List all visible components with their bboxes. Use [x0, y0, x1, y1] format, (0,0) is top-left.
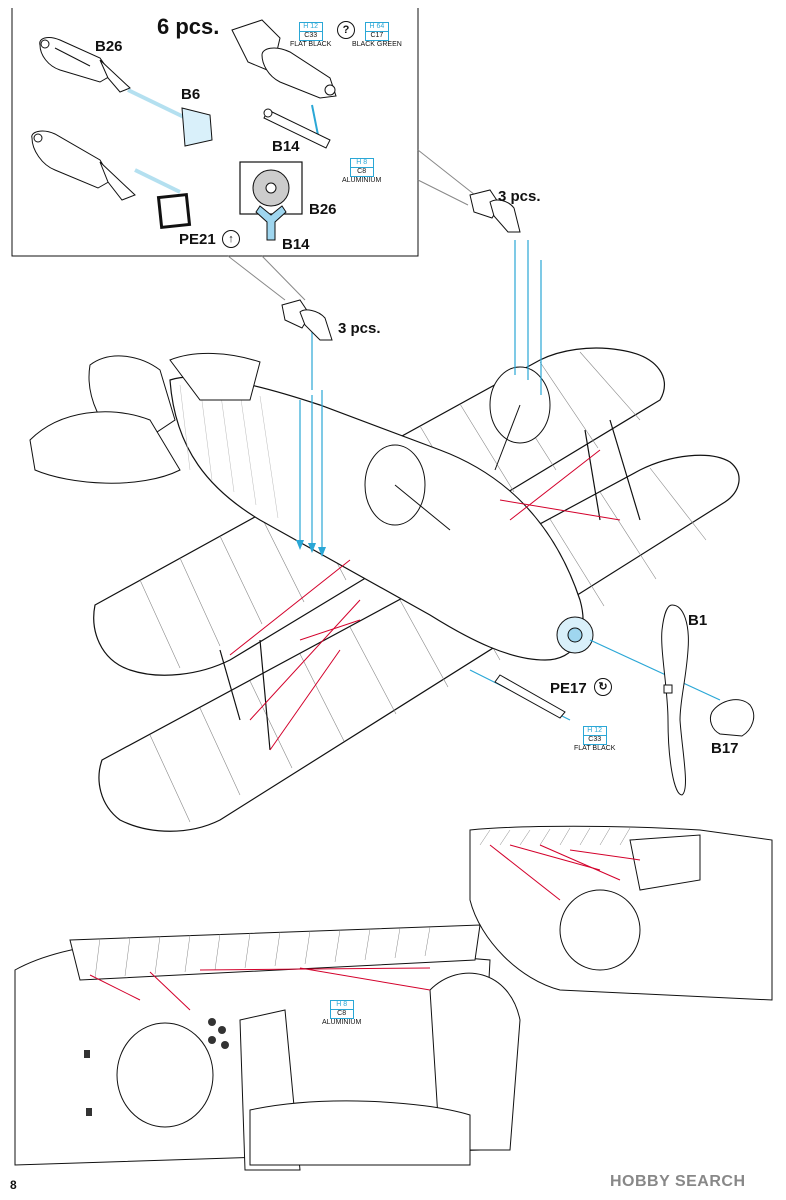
part-b1-propeller	[661, 604, 689, 796]
detail-view-left	[14, 924, 521, 1171]
color-code-flat-black-main: H 12 C33 FLAT BLACK	[574, 726, 616, 752]
part-b26-detail	[239, 161, 303, 241]
rotate-icon: ↻	[594, 678, 612, 696]
help-icon: ?	[337, 21, 355, 39]
fuselage	[169, 376, 594, 661]
part-label-b17: B17	[711, 740, 739, 757]
guide-arrows	[296, 540, 326, 557]
inset-quantity-label: 6 pcs.	[157, 14, 220, 39]
bomb-lower-left	[31, 130, 136, 201]
landing-gear	[364, 366, 551, 531]
part-label-b14-upper: B14	[272, 138, 300, 155]
tail-assembly	[29, 353, 261, 484]
page-number: 8	[10, 1178, 17, 1192]
color-code-aluminium-detail: H 8 C8 ALUMINIUM	[322, 1000, 362, 1026]
part-pe21	[156, 192, 192, 230]
bomb-3pcs-left	[281, 299, 333, 341]
part-b17-spinner	[709, 699, 755, 737]
part-pe17	[494, 674, 566, 719]
color-code-black-green-inset: H 64 C17 BLACK GREEN	[352, 22, 402, 48]
bomb-rack-top	[231, 19, 337, 99]
fold-arrow-icon: ↑	[222, 230, 240, 248]
inset-panel	[11, 8, 476, 301]
part-b14	[263, 108, 331, 149]
part-b6	[181, 107, 213, 147]
bomb-3pcs-right	[469, 189, 521, 233]
part-label-b26-detail: B26	[309, 201, 337, 218]
wing-struts	[219, 419, 641, 751]
rigging-wires	[229, 449, 621, 751]
color-code-flat-black-inset: H 12 C33 FLAT BLACK	[290, 22, 332, 48]
part-label-b6: B6	[181, 86, 201, 103]
part-label-b14-detail: B14	[282, 236, 310, 253]
color-code-aluminium-inset: H 8 C8 ALUMINIUM	[342, 158, 382, 184]
part-label-pe17: PE17	[550, 680, 587, 697]
quantity-label-right: 3 pcs.	[498, 188, 541, 205]
bomb-b26-upper	[39, 37, 131, 93]
detail-view-right	[469, 825, 773, 1001]
quantity-label-left: 3 pcs.	[338, 320, 381, 337]
watermark: HOBBY SEARCH	[610, 1173, 746, 1190]
part-label-b26-upper: B26	[95, 38, 123, 55]
part-label-b1: B1	[688, 612, 708, 629]
part-label-pe21: PE21	[179, 231, 216, 248]
